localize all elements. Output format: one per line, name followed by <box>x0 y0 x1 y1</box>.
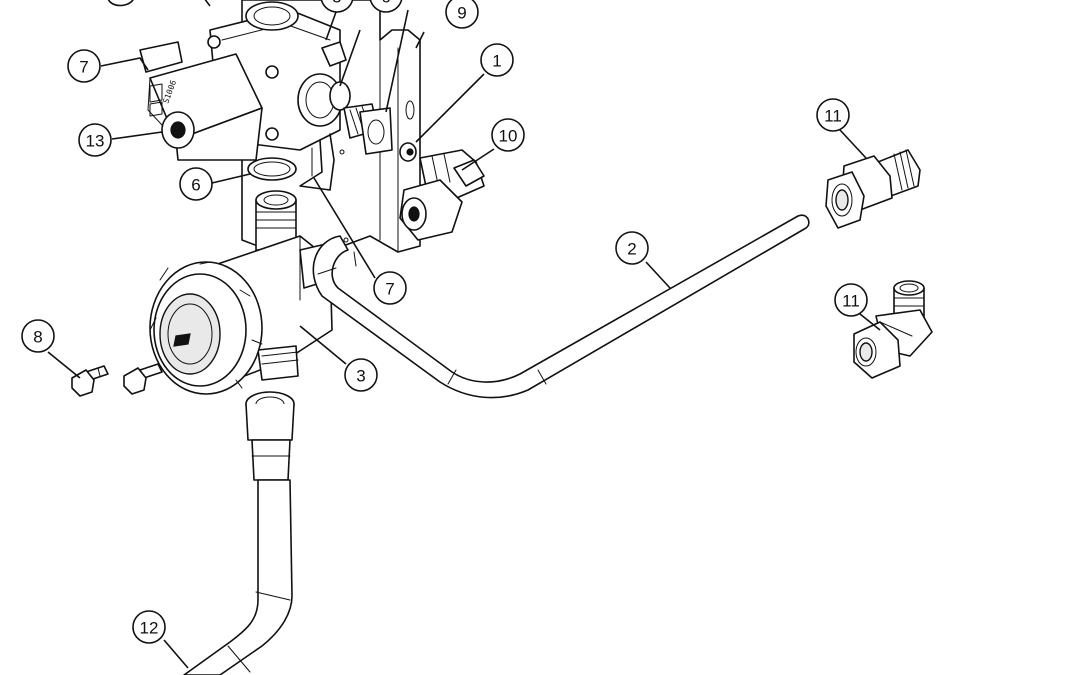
regulator-body <box>149 235 333 395</box>
svg-text:3: 3 <box>356 367 365 386</box>
leader-lines <box>47 9 881 669</box>
svg-text:7: 7 <box>79 58 88 77</box>
svg-text:1: 1 <box>492 52 501 71</box>
callout-partial-top-left <box>108 0 211 7</box>
svg-text:5: 5 <box>332 0 341 7</box>
tube-2 <box>312 214 810 399</box>
callout-9: 9 <box>445 0 479 29</box>
callout-13: 13 <box>78 123 112 157</box>
svg-text:12: 12 <box>140 619 159 638</box>
callout-3: 3 <box>344 358 378 392</box>
o-ring-6 <box>247 157 297 181</box>
callout-11-straight: 11 <box>816 98 850 132</box>
svg-text:8: 8 <box>33 328 42 347</box>
elbow-fitting-10 <box>399 149 485 241</box>
svg-text:9: 9 <box>457 4 466 23</box>
solenoid-valve: S1006 <box>139 1 343 161</box>
callout-10: 10 <box>491 118 525 152</box>
screw-8-b <box>123 363 163 395</box>
threaded-adapter <box>329 81 393 155</box>
callout-6-top: 6 <box>369 0 403 13</box>
svg-text:7: 7 <box>385 280 394 299</box>
tube-12 <box>183 391 295 675</box>
svg-text:2: 2 <box>627 240 636 259</box>
svg-text:10: 10 <box>499 127 518 146</box>
svg-text:11: 11 <box>842 292 860 311</box>
callout-2: 2 <box>615 231 649 265</box>
pin-1 <box>399 142 417 162</box>
svg-text:6: 6 <box>381 0 390 7</box>
top-screw <box>321 41 347 67</box>
callout-7-upper: 7 <box>67 49 101 83</box>
svg-text:13: 13 <box>86 132 105 151</box>
svg-text:6: 6 <box>191 176 200 195</box>
screw-8-a <box>71 365 109 397</box>
elbow-fitting-11 <box>853 280 933 379</box>
callout-1: 1 <box>480 43 514 77</box>
callout-12: 12 <box>132 610 166 644</box>
straight-fitting-11 <box>825 149 921 229</box>
callout-11-elbow: 11 <box>834 283 868 317</box>
callout-8: 8 <box>21 319 55 353</box>
callout-5: 5 <box>320 0 354 13</box>
callout-6: 6 <box>179 167 213 201</box>
pipe-nipple-upper <box>255 190 297 251</box>
callout-7-lower: 7 <box>373 271 407 305</box>
clip-7-lower <box>299 133 335 191</box>
svg-text:11: 11 <box>824 107 842 126</box>
